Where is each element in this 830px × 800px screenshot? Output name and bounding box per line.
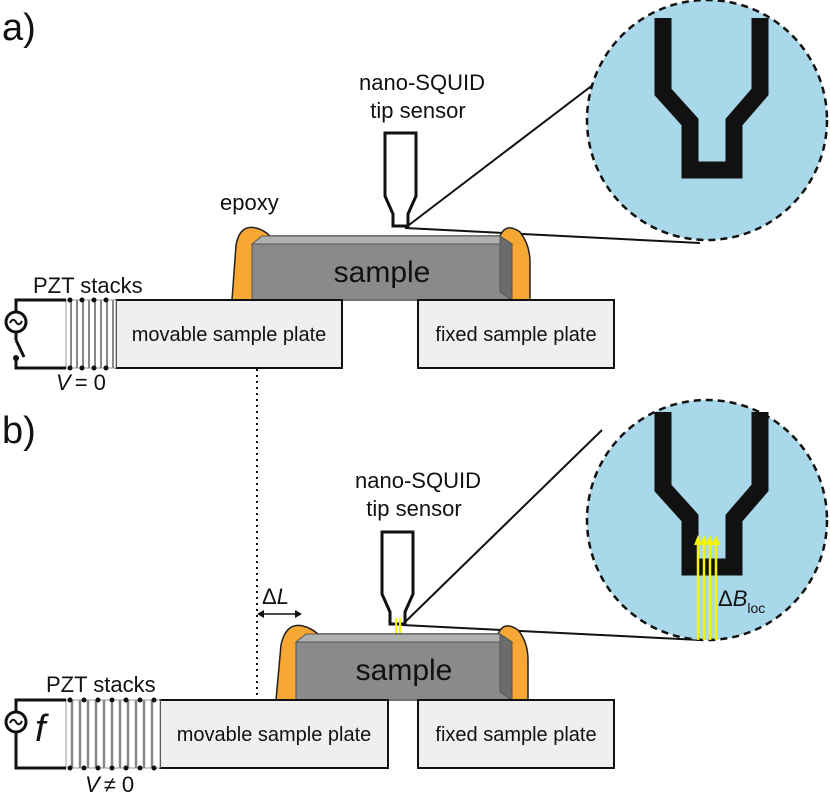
panel-b-voltage-circuit: f V≠ 0 — [4, 698, 134, 797]
panel-b-pzt-stack: PZT stacks — [46, 672, 161, 771]
fixed-plate-label: fixed sample plate — [435, 724, 596, 746]
panel-b-sensor: nano-SQUID tip sensor — [355, 468, 481, 634]
displacement-indicator: ΔL — [257, 584, 302, 618]
sensor-label-line2: tip sensor — [366, 496, 461, 521]
panel-b-zoom-inset: ΔBloc — [401, 398, 829, 642]
fixed-sample-plate — [417, 299, 615, 369]
pzt-electrodes — [67, 297, 109, 371]
zoom-circle — [585, 398, 829, 642]
sample-side-bevel — [499, 235, 513, 301]
pzt-label: PZT stacks — [33, 273, 143, 298]
panel-b-sample: sample — [294, 633, 514, 701]
circuit-wire-top — [14, 698, 66, 712]
circuit-wire-top — [14, 298, 66, 312]
voltage-label: V≠ 0 — [85, 772, 134, 797]
sample-label: sample — [334, 256, 431, 289]
panel-b: b) ΔBloc nano-SQUID tip sen — [2, 398, 829, 797]
ac-wave-glyph — [9, 318, 23, 326]
local-field-label: ΔBloc — [718, 586, 765, 616]
panel-b-label: b) — [2, 410, 36, 452]
open-switch-icon — [14, 339, 26, 358]
pzt-layers — [70, 700, 154, 768]
nano-squid-tip — [380, 530, 415, 626]
zoom-line-top — [401, 429, 603, 626]
field-line-arrowheads — [694, 535, 720, 545]
displacement-label: ΔL — [262, 584, 289, 609]
epoxy-label: epoxy — [220, 190, 279, 215]
panel-a-sample: sample — [250, 235, 514, 301]
pzt-layers — [70, 300, 114, 368]
voltage-label: V= 0 — [56, 370, 106, 395]
panel-a-sensor: nano-SQUID tip sensor — [359, 70, 485, 228]
movable-sample-plate — [115, 299, 343, 369]
movable-sample-plate — [159, 699, 389, 769]
fixed-plate-label: fixed sample plate — [435, 324, 596, 346]
sample-label: sample — [356, 654, 453, 687]
panel-a-voltage-circuit: V= 0 — [4, 298, 106, 395]
frequency-label: f — [35, 708, 49, 750]
panel-a-label: a) — [2, 7, 36, 49]
local-field-lines — [696, 542, 718, 640]
sample-top-bevel — [294, 633, 514, 643]
circuit-wire-bottom — [14, 732, 66, 770]
panel-a-zoom-inset — [404, 0, 829, 244]
sample-top-bevel — [250, 235, 514, 245]
ac-wave-glyph — [9, 718, 23, 726]
tip-closeup — [654, 18, 769, 179]
movable-plate-label: movable sample plate — [177, 724, 372, 746]
sensor-label-line2: tip sensor — [370, 98, 465, 123]
nano-squid-tip — [383, 131, 418, 228]
pzt-stack — [65, 299, 117, 369]
panel-a: a) nano-SQUID tip sensor epoxy sample mo… — [2, 0, 829, 395]
sample-side-bevel — [499, 633, 513, 701]
pzt-electrodes — [67, 697, 157, 771]
circuit-wire-bottom — [14, 358, 66, 370]
sensor-label-line1: nano-SQUID — [355, 468, 481, 493]
sensor-label-line1: nano-SQUID — [359, 70, 485, 95]
zoom-line-bottom — [401, 624, 701, 641]
zoom-circle — [585, 0, 829, 242]
panel-a-pzt-stack: PZT stacks — [33, 273, 143, 371]
movable-plate-label: movable sample plate — [132, 324, 327, 346]
tip-closeup — [654, 412, 769, 576]
fixed-sample-plate — [417, 699, 615, 769]
zoom-line-bottom — [404, 227, 701, 244]
pzt-label: PZT stacks — [46, 672, 156, 697]
